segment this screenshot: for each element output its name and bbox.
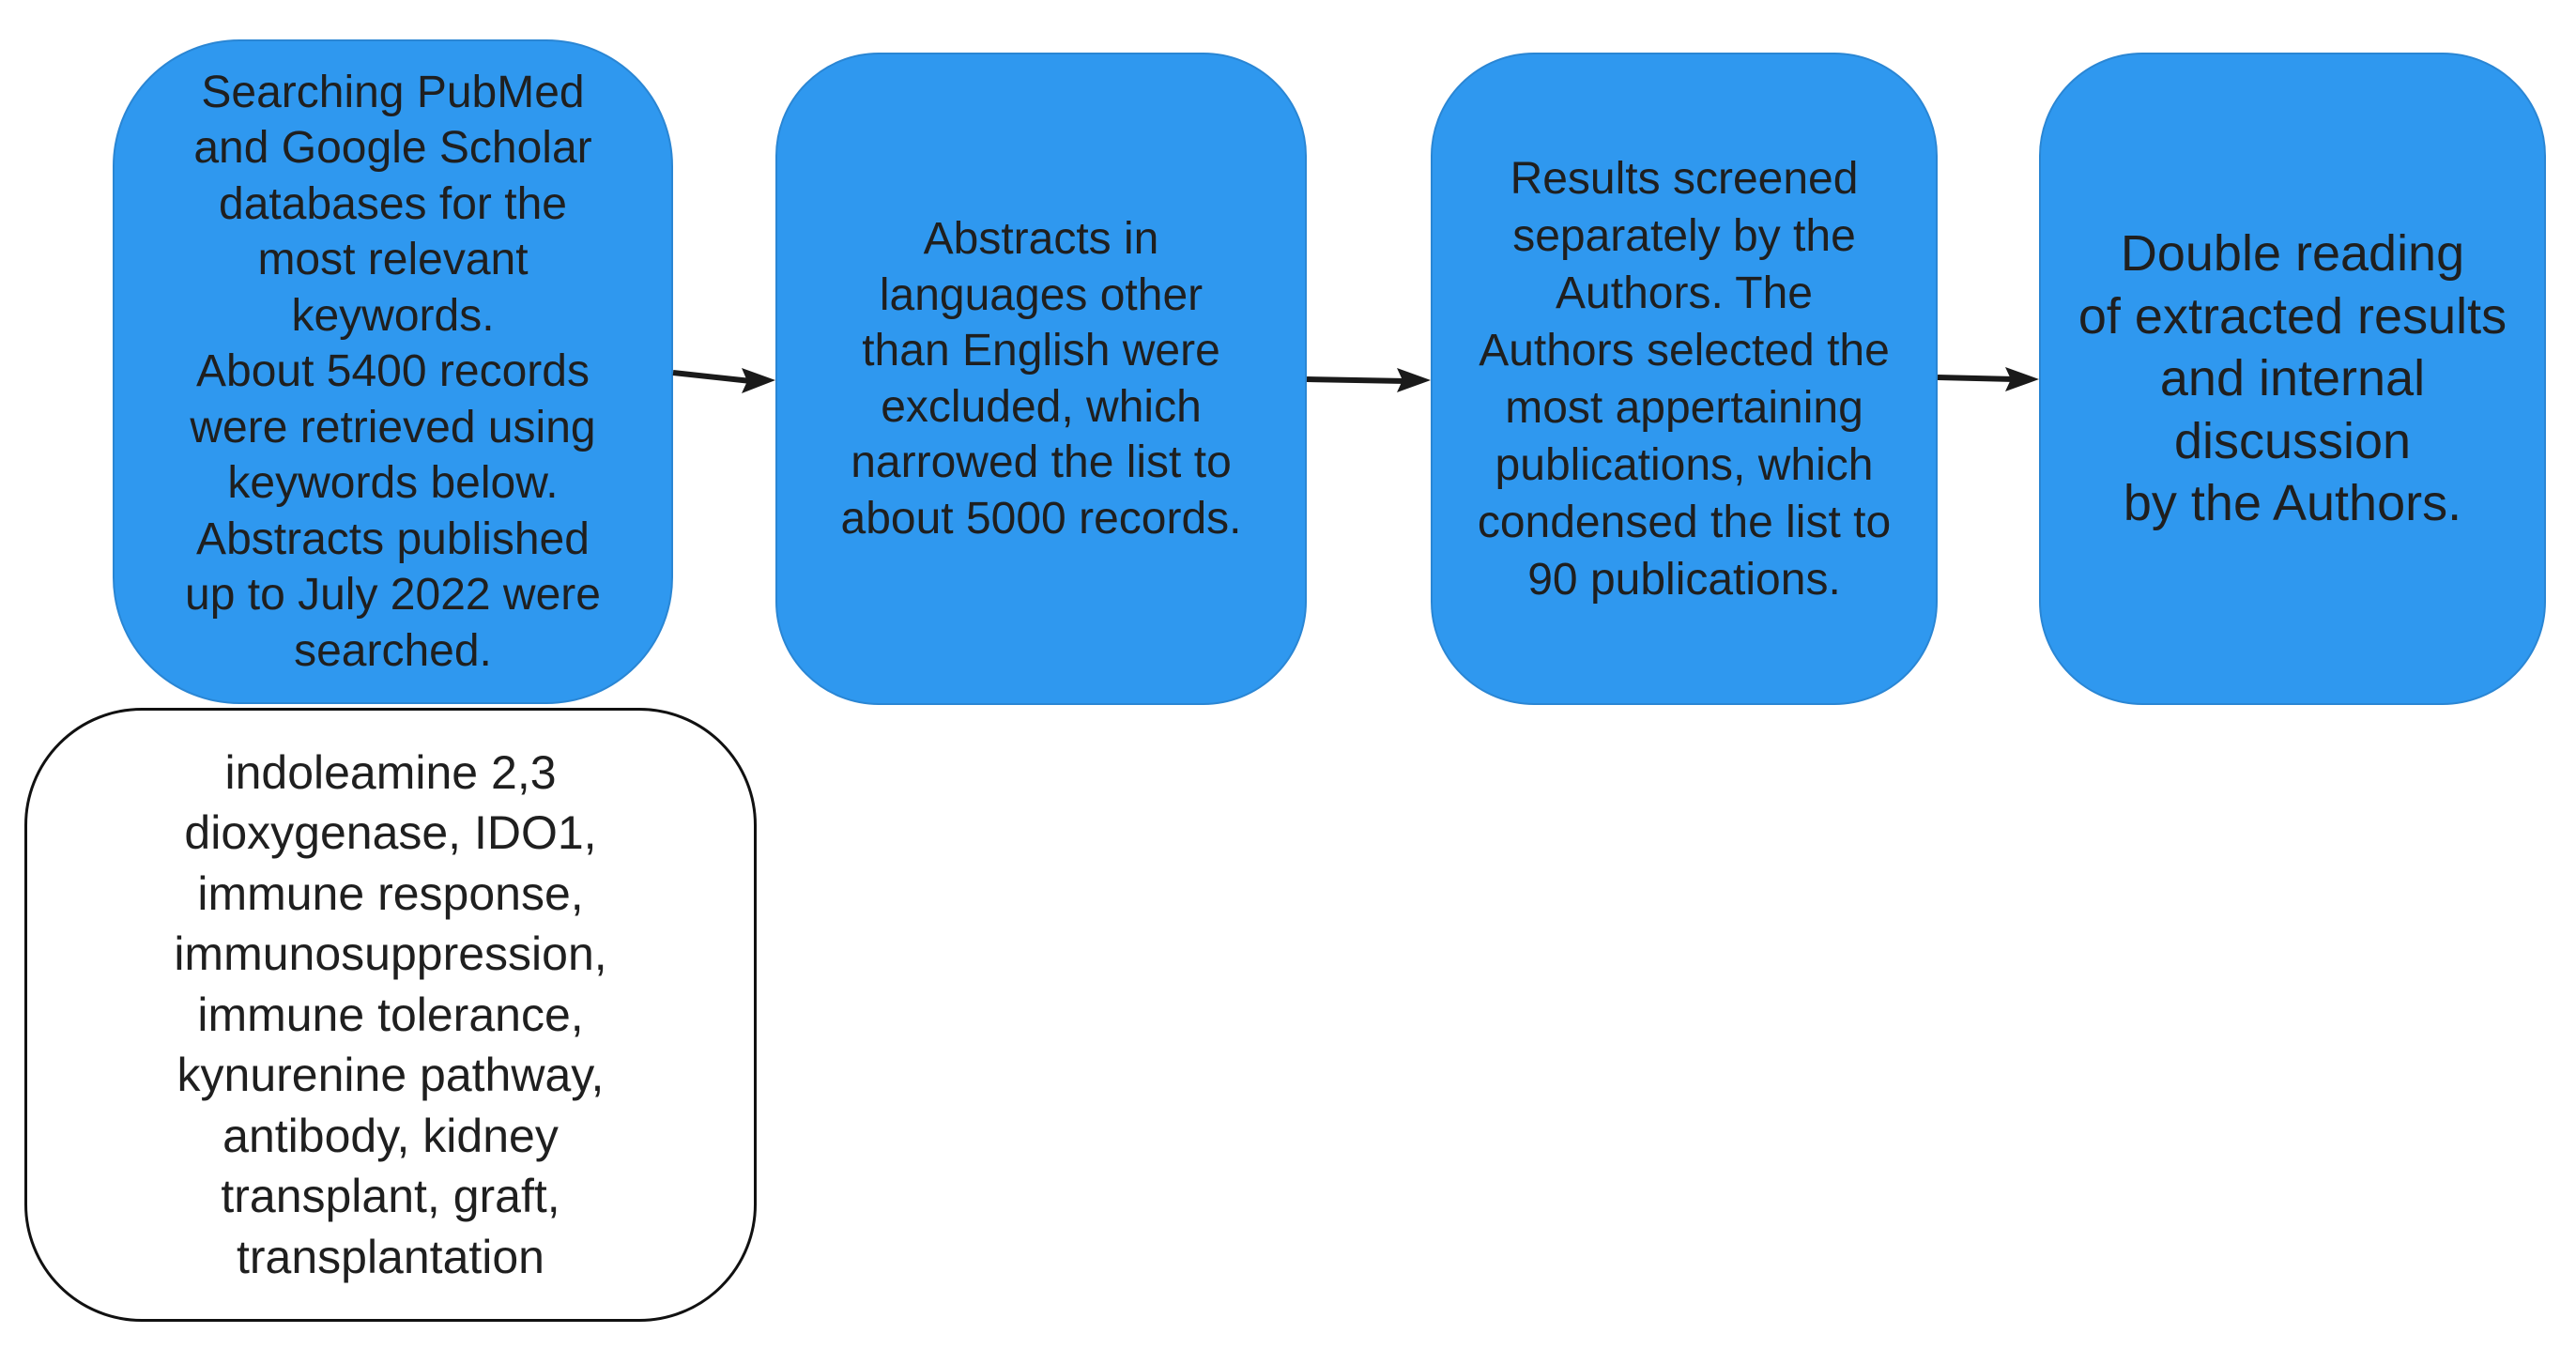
- language-filter-step-text: Abstracts in languages other than Englis…: [840, 214, 1242, 544]
- keywords-text: indoleamine 2,3 dioxygenase, IDO1, immun…: [174, 745, 607, 1283]
- double-reading-step-box: Double reading of extracted results and …: [2039, 53, 2546, 705]
- search-step-box: Searching PubMed and Google Scholar data…: [113, 39, 673, 704]
- search-step-text: Searching PubMed and Google Scholar data…: [185, 67, 601, 676]
- screening-step-box: Results screened separately by the Autho…: [1431, 53, 1938, 705]
- screening-step-text: Results screened separately by the Autho…: [1477, 153, 1892, 605]
- arrow-2-to-3: [1306, 368, 1431, 392]
- arrow-1-to-2: [672, 368, 775, 393]
- language-filter-step-box: Abstracts in languages other than Englis…: [775, 53, 1307, 705]
- arrow-3-to-4: [1937, 367, 2039, 391]
- keywords-box: indoleamine 2,3 dioxygenase, IDO1, immun…: [24, 708, 757, 1322]
- double-reading-step-text: Double reading of extracted results and …: [2078, 225, 2507, 532]
